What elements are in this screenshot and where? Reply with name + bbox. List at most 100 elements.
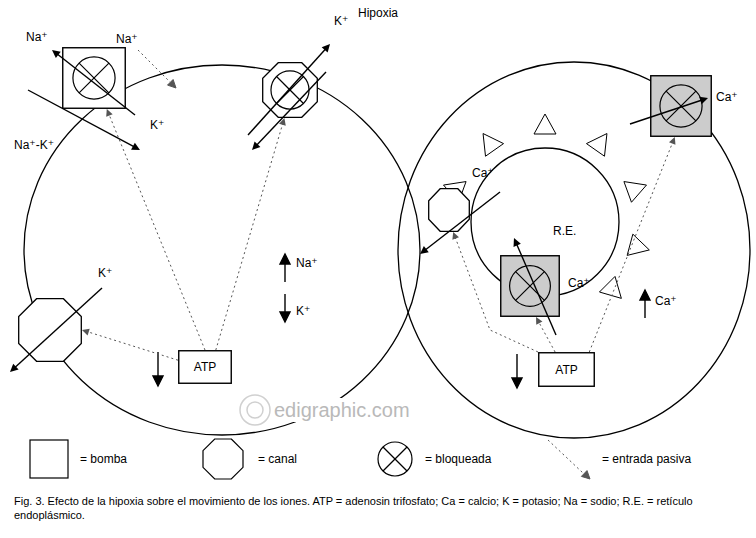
blocked-mark bbox=[79, 63, 109, 93]
arrow-head bbox=[131, 143, 140, 150]
ion-arrow bbox=[630, 100, 701, 124]
arrow-head bbox=[106, 109, 112, 117]
arrow-head bbox=[452, 232, 459, 240]
arrow-head bbox=[280, 254, 290, 264]
arrow-head bbox=[581, 471, 590, 479]
ion-label: Na⁺ bbox=[26, 30, 48, 44]
ion-label: Ca⁺ bbox=[472, 166, 494, 180]
passive-connector bbox=[106, 109, 205, 350]
channel-octagon bbox=[429, 189, 470, 232]
arrow-head bbox=[153, 376, 163, 386]
reticulum-triangle bbox=[534, 114, 556, 134]
reticulum-triangle bbox=[627, 234, 649, 255]
watermark: edigraphic.com bbox=[272, 398, 412, 422]
pump-box-outline bbox=[500, 255, 560, 317]
atp-box: ATP bbox=[178, 350, 232, 384]
ion-arrow bbox=[15, 288, 102, 367]
ion-label: Na⁺ bbox=[296, 256, 318, 270]
pump-box: Ca⁺ bbox=[500, 255, 560, 317]
blocked-mark bbox=[660, 85, 702, 127]
legend-blocked-sample bbox=[383, 447, 407, 471]
cell-membrane bbox=[398, 62, 750, 438]
ion-label: K⁺ bbox=[150, 118, 164, 132]
arrow-head bbox=[669, 137, 676, 145]
ion-arrow bbox=[58, 54, 135, 115]
legend-text: = bomba bbox=[80, 452, 127, 466]
reticulum-triangle bbox=[624, 182, 647, 203]
passive-connector-line bbox=[109, 115, 205, 350]
pump-box bbox=[651, 76, 712, 137]
ion-label: R.E. bbox=[553, 224, 576, 238]
pump-box-outline bbox=[650, 75, 712, 137]
arrow-head bbox=[536, 317, 542, 325]
channel-octagon-outline bbox=[428, 188, 470, 232]
blocked-mark bbox=[79, 63, 109, 93]
arrow-head bbox=[10, 364, 19, 372]
ion-arrow bbox=[517, 244, 556, 335]
arrow-head bbox=[640, 290, 650, 300]
atp-box: ATP bbox=[538, 352, 595, 387]
blocked-mark bbox=[666, 91, 696, 121]
up-arrow bbox=[284, 262, 285, 282]
ion-label: K⁺ bbox=[334, 14, 348, 28]
passive-entry-arrow bbox=[138, 50, 170, 82]
reticulum-triangle bbox=[599, 276, 621, 298]
watermark-logo bbox=[240, 395, 270, 425]
box-label: ATP bbox=[555, 363, 577, 377]
arrow-head bbox=[82, 329, 90, 336]
passive-connector bbox=[216, 118, 286, 350]
blocked-mark bbox=[510, 266, 551, 307]
arrow-head bbox=[699, 97, 708, 105]
pump-box-outline bbox=[62, 47, 126, 109]
legend-text: = bloqueada bbox=[425, 452, 491, 466]
channel-octagon: K⁺ bbox=[18, 298, 82, 362]
channel-octagon-outline bbox=[262, 62, 318, 118]
passive-connector bbox=[589, 137, 675, 352]
reticulum-triangle bbox=[483, 134, 503, 157]
diagram-title: Hipoxia bbox=[0, 6, 756, 20]
figure-caption: Fig. 3. Efecto de la hipoxia sobre el mo… bbox=[14, 494, 742, 522]
channel-octagon bbox=[19, 299, 82, 362]
arrow-head bbox=[514, 238, 521, 247]
legend-channel-sample bbox=[203, 439, 243, 479]
passive-connector bbox=[536, 317, 555, 352]
arrow-head bbox=[279, 118, 286, 126]
legend-blocked-sample bbox=[383, 447, 407, 471]
passive-connector-line bbox=[216, 124, 283, 350]
ion-label: Na⁺ bbox=[116, 32, 138, 46]
ion-label: Ca⁺ bbox=[568, 276, 590, 290]
blocked-mark bbox=[666, 91, 696, 121]
pump-box bbox=[501, 256, 560, 317]
legend-pump-sample bbox=[30, 440, 68, 478]
arrow-head bbox=[512, 378, 522, 388]
legend-passive-sample bbox=[548, 440, 583, 473]
arrow-head bbox=[420, 246, 429, 254]
down-arrow bbox=[284, 294, 285, 314]
up-arrow bbox=[644, 298, 645, 318]
legend-text: = canal bbox=[258, 452, 297, 466]
passive-connector bbox=[82, 329, 178, 360]
arrow-head bbox=[252, 141, 260, 150]
blocked-mark bbox=[73, 57, 115, 99]
channel-octagon-outline bbox=[18, 298, 82, 362]
reticulum-triangle bbox=[586, 134, 606, 157]
pump-box: Ca⁺ bbox=[650, 75, 712, 137]
channel-octagon: K⁺ bbox=[262, 62, 318, 118]
ion-label: Na⁺-K⁺ bbox=[14, 138, 54, 152]
atp-box bbox=[179, 351, 232, 384]
ion-label: K⁺ bbox=[98, 266, 112, 280]
legend-blocked-sample bbox=[378, 442, 412, 476]
cell-membrane bbox=[24, 65, 420, 435]
down-arrow bbox=[516, 354, 517, 380]
ion-label: K⁺ bbox=[296, 304, 310, 318]
atp-box bbox=[539, 353, 595, 387]
legend-text: = entrada pasiva bbox=[602, 452, 691, 466]
down-arrow bbox=[157, 352, 158, 378]
channel-octagon: Ca⁺ bbox=[428, 188, 470, 232]
arrow-head bbox=[52, 50, 61, 58]
arrow-head bbox=[322, 44, 330, 53]
passive-connector-line bbox=[88, 332, 178, 360]
ion-arrow bbox=[257, 72, 326, 145]
watermark-logo bbox=[247, 402, 263, 418]
pump-box: Na⁺K⁺Na⁺-K⁺ bbox=[62, 47, 126, 109]
